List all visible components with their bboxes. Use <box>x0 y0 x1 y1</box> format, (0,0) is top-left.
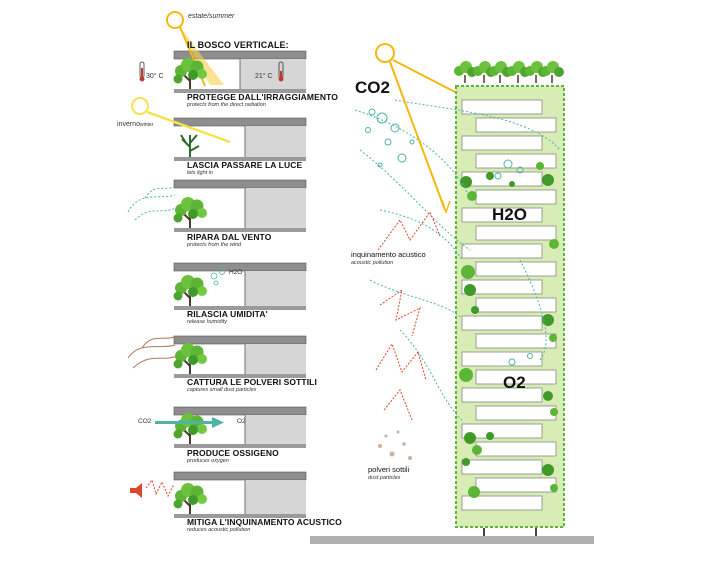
tower-floors <box>461 99 557 511</box>
floor-plate <box>475 297 557 313</box>
winter-sun-icon <box>131 97 149 115</box>
ground-line <box>310 536 594 544</box>
panel-6-subtitle: produces oxygen <box>187 458 229 464</box>
floor-plate <box>461 423 543 439</box>
panel-3-subtitle: protects from the wind <box>187 242 242 248</box>
wind-lines <box>127 185 177 221</box>
floor-plate <box>461 207 543 223</box>
floor-plate <box>475 405 557 421</box>
speaker-icon <box>130 483 142 498</box>
floor-plate <box>461 351 543 367</box>
floor-plate <box>461 243 543 259</box>
panel-o2-label: O2 <box>237 418 246 425</box>
temperature-cool: 21° C <box>255 73 273 80</box>
noise-title: inquinamento acustico <box>351 250 426 259</box>
panel-glass <box>240 59 306 514</box>
dust-title: polveri sottili <box>368 465 410 474</box>
oxygen-bubbles <box>365 108 533 366</box>
winter-label-main: inverno <box>117 121 140 128</box>
panel-5-subtitle: captures small dust particles <box>187 387 257 393</box>
tree-icon <box>172 196 208 229</box>
floor-plate <box>461 387 543 403</box>
floor-plate <box>461 99 543 115</box>
temperature-hot: 30° C <box>146 73 164 80</box>
tree-icon <box>172 342 208 375</box>
floor-plate <box>475 333 557 349</box>
panel-1-subtitle: protects from the direct radiation <box>187 102 266 108</box>
floor-plate <box>461 459 543 475</box>
floor-plate <box>461 279 543 295</box>
dust-subtitle: dust particles <box>368 475 401 481</box>
panel-co2-label: CO2 <box>138 418 152 425</box>
floor-plate <box>475 441 557 457</box>
floor-plate <box>475 153 557 169</box>
floor-plate <box>475 225 557 241</box>
floor-plate <box>461 315 543 331</box>
panel-4-title: RILASCIA UMIDITA' <box>187 309 268 319</box>
panel-6-title: PRODUCE OSSIGENO <box>187 448 279 458</box>
tree-icon <box>172 482 208 515</box>
tower-co2-label: CO2 <box>355 78 390 97</box>
thermometer-cool-icon <box>278 61 284 82</box>
floor-plate <box>475 117 557 133</box>
dust-particles <box>378 430 412 460</box>
panels-title: IL BOSCO VERTICALE: <box>187 40 289 50</box>
noise-subtitle: acoustic pollution <box>351 260 394 266</box>
bare-tree-icon <box>180 134 200 158</box>
noise-zigzag-lines <box>375 210 441 421</box>
panel-floors <box>174 89 306 518</box>
panel-2-subtitle: lets light in <box>187 170 213 176</box>
floor-plate <box>461 495 543 511</box>
floor-plate <box>475 477 557 493</box>
summer-label: estate/summer <box>188 13 235 20</box>
winter-label: invernowinter <box>117 121 153 128</box>
panel-slabs <box>173 50 307 481</box>
panel-3-title: RIPARA DAL VENTO <box>187 232 272 242</box>
panel-h2o-label: H2O <box>229 269 243 276</box>
dust-lines <box>127 335 178 369</box>
oxygen-arrow <box>155 417 224 428</box>
summer-sun-icon <box>166 11 184 29</box>
floor-plate <box>475 369 557 385</box>
floor-plate <box>475 189 557 205</box>
tree-icon <box>172 412 208 445</box>
humidity-bubbles <box>210 269 225 286</box>
panel-2-title: LASCIA PASSARE LA LUCE <box>187 160 303 170</box>
floor-plate <box>461 135 543 151</box>
air-flow-lines <box>354 99 561 421</box>
floor-plate <box>475 261 557 277</box>
panel-7-subtitle: reduces acoustic pollution <box>187 527 251 533</box>
floor-plate <box>461 171 543 187</box>
panel-5-title: CATTURA LE POLVERI SOTTILI <box>187 377 317 387</box>
tower-o2-label: O2 <box>503 373 526 392</box>
noise-zigzag <box>145 478 175 498</box>
panel-7-title: MITIGA L'INQUINAMENTO ACUSTICO <box>187 517 342 527</box>
panel-4-subtitle: release humidity <box>187 319 228 325</box>
roof-trees <box>453 60 565 84</box>
tower-h2o-label: H2O <box>492 205 527 224</box>
tree-icon <box>172 274 208 307</box>
thermometer-hot-icon <box>139 61 145 82</box>
winter-label-sub: winter <box>139 122 154 128</box>
panel-1-title: PROTEGGE DALL'IRRAGGIAMENTO <box>187 92 338 102</box>
tower-sun-icon <box>375 43 395 63</box>
